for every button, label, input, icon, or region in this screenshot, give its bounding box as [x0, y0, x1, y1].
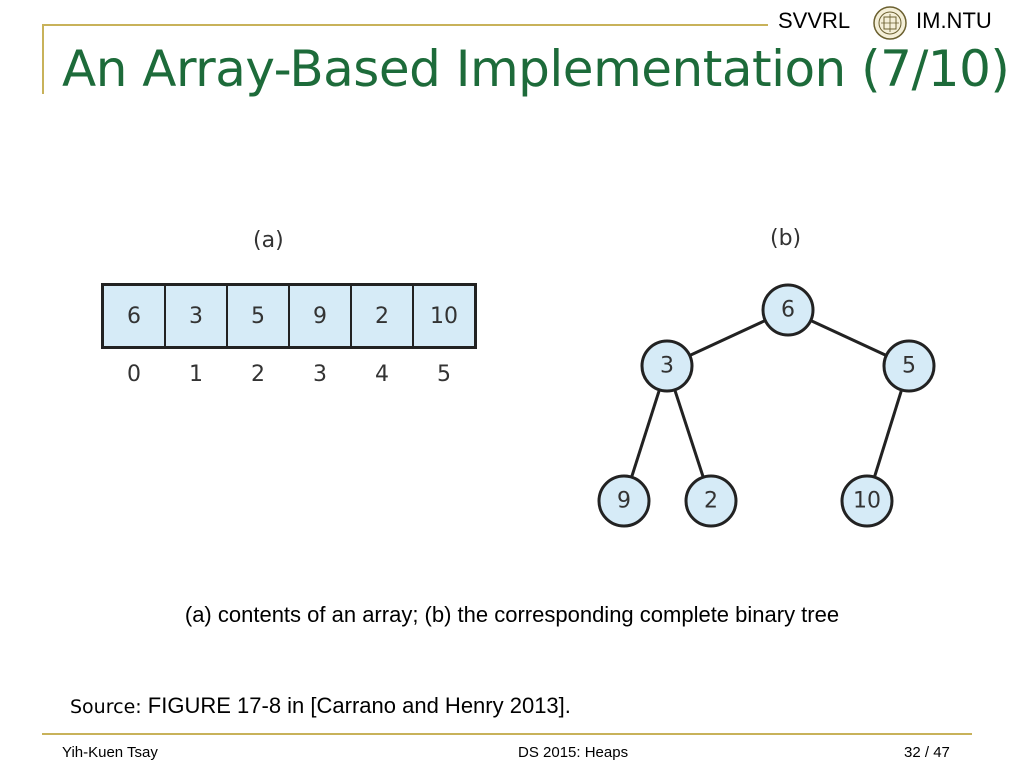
array-cell: 5 [228, 286, 288, 346]
tree-node-label: 5 [902, 354, 916, 379]
tree-node-label: 3 [660, 354, 674, 379]
array-cell: 9 [290, 286, 350, 346]
array-box: 6 3 5 9 2 10 [101, 283, 477, 349]
header-rule [42, 24, 768, 26]
tree-node [882, 339, 936, 393]
page-current: 32 [904, 744, 921, 761]
footer-page-number: 32 / 47 [904, 744, 950, 761]
figure-label-a: (a) [253, 228, 284, 253]
array-cell: 2 [352, 286, 412, 346]
tree-node [597, 474, 651, 528]
array-index: 0 [127, 362, 141, 387]
footer-rule [42, 733, 972, 735]
figure-caption: (a) contents of an array; (b) the corres… [184, 602, 840, 627]
array-index: 3 [313, 362, 327, 387]
tree-node [640, 339, 694, 393]
array-index: 1 [189, 362, 203, 387]
tree-node-label: 6 [781, 298, 795, 323]
tree-node [840, 474, 894, 528]
array-cell: 3 [166, 286, 226, 346]
figure-label-b: (b) [770, 226, 802, 251]
array-indices: 0 1 2 3 4 5 [104, 362, 474, 387]
array-cell: 6 [104, 286, 164, 346]
tree-node-label: 9 [617, 489, 631, 514]
source-text: FIGURE 17-8 in [Carrano and Henry 2013]. [147, 693, 571, 718]
page-total: 47 [933, 744, 950, 761]
brand-imntu: IM.NTU [916, 8, 992, 33]
header-side-rule [42, 24, 44, 94]
ntu-seal-icon [873, 6, 907, 40]
footer-course: DS 2015: Heaps [518, 744, 629, 761]
source-line: Source: FIGURE 17-8 in [Carrano and Henr… [70, 693, 571, 719]
source-prefix: Source: [70, 696, 142, 718]
tree-node-label: 10 [853, 489, 881, 514]
tree-node [684, 474, 738, 528]
page-title: An Array-Based Implementation (7/10) [62, 40, 1010, 98]
binary-tree: 6 3 5 9 2 10 [597, 283, 936, 528]
array-index: 5 [437, 362, 451, 387]
tree-node-label: 2 [704, 489, 718, 514]
array-cell: 10 [414, 286, 474, 346]
brand-svvrl: SVVRL [778, 8, 851, 33]
tree-node-root [761, 283, 815, 337]
footer-author: Yih-Kuen Tsay [62, 744, 158, 761]
array-index: 4 [375, 362, 389, 387]
array-index: 2 [251, 362, 265, 387]
